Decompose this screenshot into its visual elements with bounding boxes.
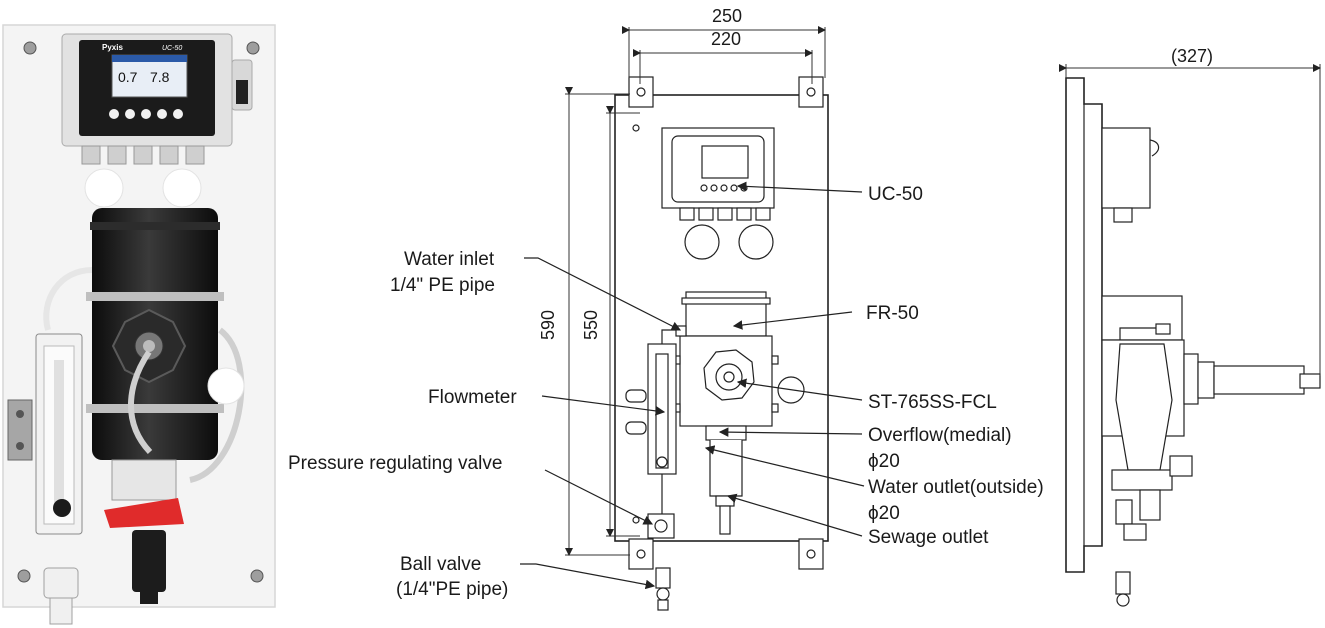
dimension-hole-width: 220 [711, 29, 741, 49]
drain-assembly [104, 459, 184, 604]
label-water-inlet-pipe: 1/4" PE pipe [390, 275, 495, 296]
dimension-lines [565, 26, 826, 556]
label-water-outlet-diameter: ϕ20 [868, 503, 900, 524]
product-photo: Pyxis UC-50 0.7 7.8 [2, 24, 276, 625]
label-overflow-diameter: ϕ20 [868, 451, 900, 472]
dimension-depth: (327) [1171, 46, 1213, 66]
label-overflow: Overflow(medial) [868, 425, 1012, 446]
label-ball-valve: Ball valve [400, 554, 481, 575]
display-reading-left: 0.7 [118, 69, 138, 85]
label-water-inlet: Water inlet [404, 249, 495, 270]
dimension-overall-height: 590 [538, 310, 558, 340]
model-text: UC-50 [162, 45, 182, 52]
flow-cell-drawing [673, 291, 805, 535]
controller-buttons [109, 109, 183, 119]
flow-cell [43, 208, 245, 483]
flow-cell-side [1101, 295, 1321, 521]
label-pressure-valve: Pressure regulating valve [288, 453, 502, 474]
label-uc50: UC-50 [868, 184, 923, 205]
label-st765: ST-765SS-FCL [868, 392, 997, 413]
pressure-valve-drawing [647, 513, 675, 539]
leader-lines [520, 181, 865, 590]
label-water-outlet: Water outlet(outside) [868, 477, 1044, 498]
cable-glands [81, 145, 205, 165]
side-valves [1115, 499, 1147, 607]
ball-valve-photo [43, 567, 79, 625]
flowmeter-photo [35, 333, 83, 535]
dimension-overall-width: 250 [712, 6, 742, 26]
label-flowmeter: Flowmeter [428, 387, 517, 408]
side-view-drawing: (327) [1059, 46, 1321, 607]
panel-screws [17, 41, 264, 583]
controller-unit: Pyxis UC-50 0.7 7.8 [61, 33, 253, 165]
label-sewage-outlet: Sewage outlet [868, 527, 989, 548]
dimension-hole-height: 550 [581, 310, 601, 340]
brand-text: Pyxis [102, 43, 123, 52]
label-fr50: FR-50 [866, 303, 919, 324]
front-view-drawing: 250 220 590 550 UC-50 Water inlet 1/4" P… [288, 6, 1044, 611]
label-ball-valve-pipe: (1/4"PE pipe) [396, 579, 508, 600]
display-reading-right: 7.8 [150, 69, 170, 85]
ball-valve-drawing [655, 567, 671, 611]
